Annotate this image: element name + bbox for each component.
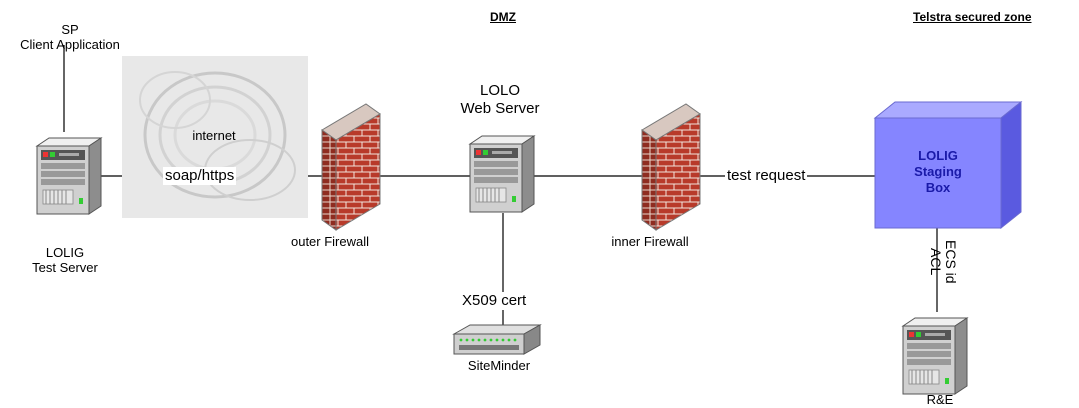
test-request-label: test request [725, 167, 808, 185]
test-server-line2: Test Server [32, 260, 98, 275]
test-server-line1: LOLIG [45, 245, 85, 260]
client-app-line1: SP [61, 22, 79, 37]
inner-firewall-icon [641, 103, 701, 231]
secured-zone-header: Telstra secured zone [913, 10, 1032, 24]
x509-cert-label: X509 cert [460, 292, 529, 310]
staging-box-label: LOLIG Staging Box [875, 148, 1001, 196]
outer-firewall-icon [321, 103, 381, 231]
web-server-label: LOLO Web Server [440, 82, 560, 118]
test-server-label: LOLIG Test Server [5, 245, 125, 275]
staging-box-line3: Box [925, 180, 951, 195]
web-server-line1: LOLO [479, 82, 521, 99]
network-switch-icon [452, 324, 542, 355]
web-server-line2: Web Server [460, 100, 540, 117]
internet-cloud-icon [122, 56, 308, 218]
client-app-line2: Client Application [20, 37, 120, 52]
staging-box-line2: Staging [914, 164, 962, 179]
staging-box-icon [873, 100, 1023, 230]
ecs-id-label: ECS id [943, 240, 959, 284]
dmz-header: DMZ [490, 10, 516, 24]
staging-box-line1: LOLIG [918, 148, 958, 163]
outer-firewall-label: outer Firewall [290, 234, 370, 249]
re-server-label: R&E [926, 392, 954, 407]
web-server-icon [469, 135, 535, 213]
inner-firewall-label: inner Firewall [611, 234, 689, 249]
client-app-label: SP Client Application [0, 22, 140, 52]
re-server-icon [902, 317, 968, 395]
internet-label: internet [192, 128, 236, 143]
soap-https-label: soap/https [163, 167, 237, 185]
test-server-icon [36, 137, 102, 215]
acl-label: ACL [928, 248, 944, 276]
siteminder-label: SiteMinder [467, 358, 531, 373]
